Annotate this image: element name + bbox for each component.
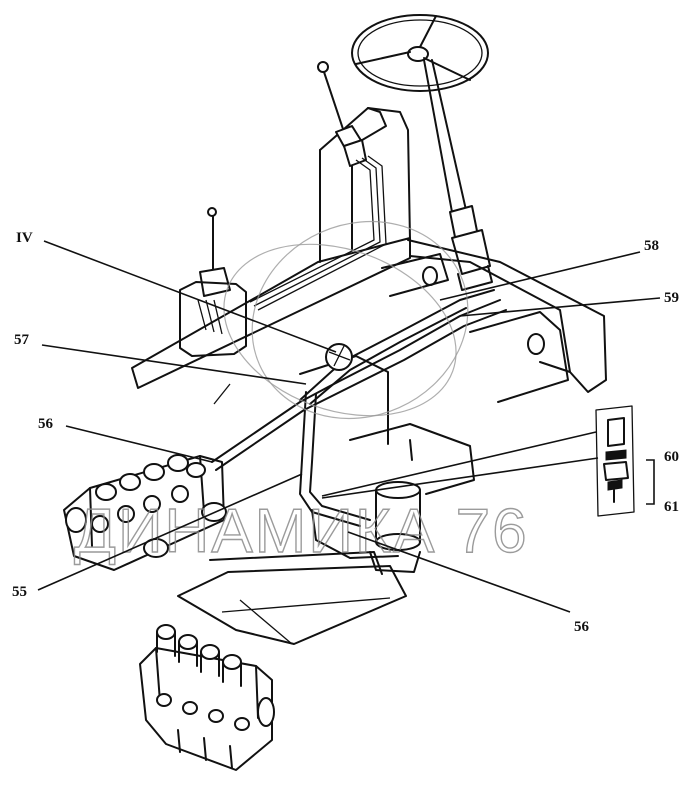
callout-labels: IV 57 56 55 58 59 60 61 56 — [12, 230, 679, 635]
callout-iv: IV — [16, 230, 33, 246]
lever-cables — [249, 155, 387, 311]
steering-column — [423, 59, 493, 291]
control-pedestal — [319, 107, 411, 263]
upper-floor-panel — [131, 237, 411, 405]
callout-60: 60 — [664, 449, 679, 465]
steering-wheel — [351, 14, 489, 92]
distributor-spools-lower — [156, 624, 275, 769]
hydraulic-lines — [211, 289, 507, 559]
callout-58: 58 — [644, 238, 659, 254]
main-control-lever — [317, 61, 367, 167]
callout-56-bottom: 56 — [574, 619, 590, 635]
small-control-box — [179, 207, 247, 357]
lower-floor-panel — [177, 551, 407, 645]
callout-59: 59 — [664, 290, 679, 306]
watermark-text: ДИНАМИКА 76 — [74, 497, 529, 566]
fitting-detail-inset — [321, 405, 635, 517]
callout-56-left: 56 — [38, 416, 54, 432]
callout-61: 61 — [664, 499, 679, 515]
hydraulic-distributor-lower — [139, 624, 275, 771]
callout-55: 55 — [12, 584, 27, 600]
leader-lines — [37, 240, 661, 613]
watermark: ДИНАМИКА 76 — [73, 220, 529, 567]
callout-57: 57 — [14, 332, 30, 348]
valve-fitting — [325, 343, 353, 371]
